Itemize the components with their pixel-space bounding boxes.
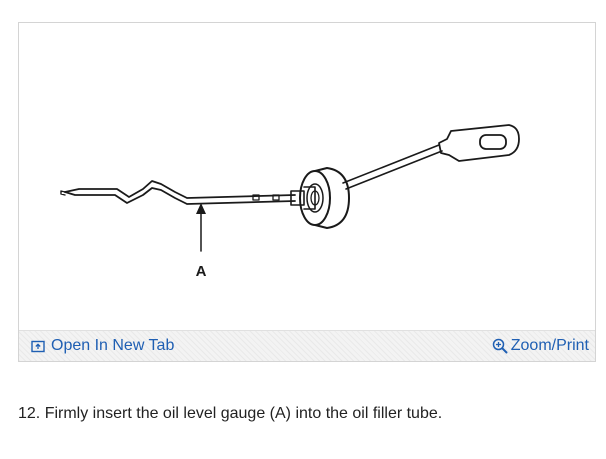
callout-arrow-head: [196, 203, 206, 214]
zoom-print-link[interactable]: Zoom/Print: [492, 335, 589, 357]
open-in-new-tab-link[interactable]: Open In New Tab: [31, 335, 174, 357]
dipstick-blade-top: [64, 180, 296, 199]
dipstick-cap-body: [314, 167, 350, 229]
open-new-tab-icon: [31, 340, 45, 352]
figure-toolbar: Open In New Tab Zoom/Print: [19, 330, 595, 361]
dipstick-tip: [60, 190, 66, 196]
magnifier-plus-icon: [492, 338, 508, 354]
level-mark-low: [252, 194, 260, 201]
level-mark-high: [272, 194, 280, 201]
step-instruction: 12. Firmly insert the oil level gauge (A…: [18, 405, 443, 422]
dipstick-handle-slot: [479, 134, 507, 150]
figure-container: A Open In New Tab Zoom/Print: [18, 22, 596, 362]
dipstick-collar: [290, 190, 305, 206]
oil-level-gauge-illustration: A: [60, 124, 520, 280]
dipstick-handle: [438, 124, 520, 162]
callout-label: A: [196, 263, 207, 280]
dipstick-shaft: [342, 144, 440, 184]
open-in-new-tab-label: Open In New Tab: [51, 337, 175, 354]
dipstick-cap-face: [299, 170, 331, 226]
dipstick-blade-bottom: [64, 187, 296, 205]
zoom-print-label: Zoom/Print: [510, 337, 589, 354]
